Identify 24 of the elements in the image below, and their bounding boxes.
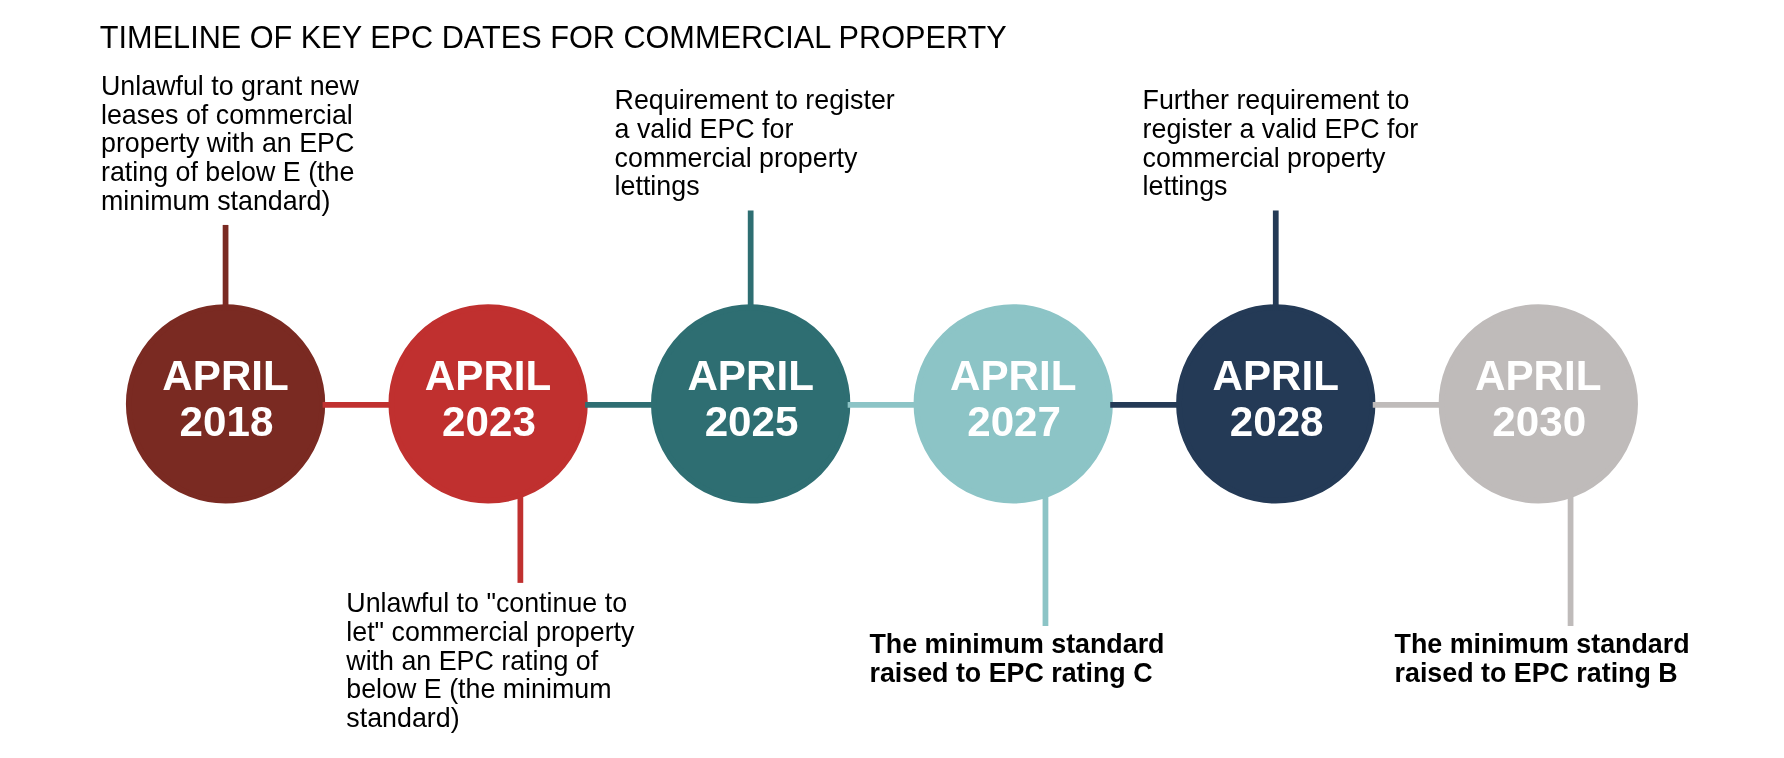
connector [1567, 495, 1574, 627]
connector [747, 210, 754, 307]
node-circle: APRIL 2018 [125, 304, 326, 504]
connector [1042, 495, 1049, 627]
diagram-title: TIMELINE OF KEY EPC DATES FOR COMMERCIAL PROPERTY [99, 20, 1007, 55]
connector [585, 402, 654, 408]
connector [1272, 210, 1279, 307]
node-text: Further requirement to register a valid EPC for commercial property lettings [1142, 85, 1419, 202]
connector [222, 224, 229, 307]
node-text: The minimum standard raised to EPC rating B [1394, 629, 1690, 689]
node-circle: APRIL 2027 [913, 304, 1113, 504]
node-text: Unlawful to grant new leases of commercial property with an EPC rating of below E (the minimum standard) [101, 70, 359, 216]
connector [1110, 402, 1179, 408]
connector [847, 402, 916, 408]
connector [322, 402, 391, 408]
node-circle: APRIL 2023 [388, 304, 588, 504]
node-circle: APRIL 2025 [651, 304, 851, 504]
connector [1372, 402, 1441, 408]
connector [517, 495, 524, 583]
node-text: The minimum standard raised to EPC rating C [869, 629, 1165, 689]
node-text: Unlawful to "continue to let" commercial property with an EPC rating of below E (the minimum standard) [346, 588, 635, 734]
node-circle: APRIL 2030 [1438, 304, 1638, 504]
node-text: Requirement to register a valid EPC for commercial property lettings [614, 85, 895, 202]
node-circle: APRIL 2028 [1176, 304, 1376, 504]
